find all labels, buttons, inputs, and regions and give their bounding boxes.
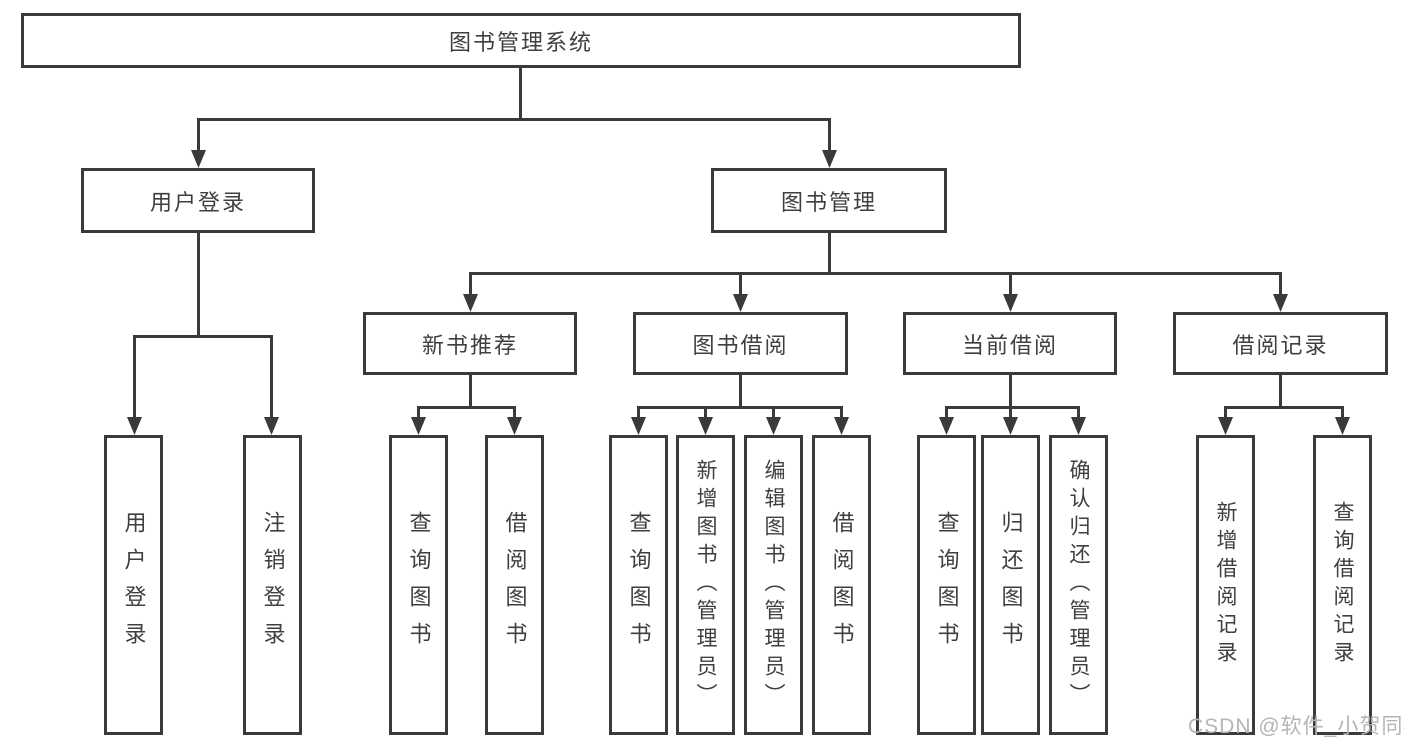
node-book-management: 图书管理 xyxy=(711,168,947,233)
leaf-query-borrow-record: 查询借阅记录 xyxy=(1313,435,1372,735)
leaf-label: 归还图书 xyxy=(998,511,1024,659)
node-label: 当前借阅 xyxy=(961,332,1058,358)
leaf-label: 借阅图书 xyxy=(502,511,528,659)
leaf-query-books-borrow: 查询图书 xyxy=(609,435,668,735)
node-borrow-records: 借阅记录 xyxy=(1173,312,1388,375)
root-box-library-system: 图书管理系统 xyxy=(21,13,1021,68)
leaf-confirm-return-admin: 确认归还（管理员） xyxy=(1049,435,1108,735)
leaf-label: 确认归还（管理员） xyxy=(1067,459,1090,711)
node-label: 图书管理 xyxy=(780,189,877,215)
leaf-label: 查询借阅记录 xyxy=(1331,501,1354,669)
leaf-label: 注销登录 xyxy=(260,511,286,659)
node-new-book-recommend: 新书推荐 xyxy=(363,312,577,375)
root-label: 图书管理系统 xyxy=(448,29,593,55)
leaf-edit-books-admin: 编辑图书（管理员） xyxy=(744,435,803,735)
node-label: 图书借阅 xyxy=(692,332,789,358)
leaf-return-books: 归还图书 xyxy=(981,435,1040,735)
leaf-label: 用户登录 xyxy=(121,511,147,659)
leaf-borrow-books-recommend: 借阅图书 xyxy=(485,435,544,735)
leaf-add-books-admin: 新增图书（管理员） xyxy=(676,435,735,735)
node-book-borrow: 图书借阅 xyxy=(633,312,848,375)
leaf-logout: 注销登录 xyxy=(243,435,302,735)
leaf-label: 查询图书 xyxy=(626,511,652,659)
leaf-user-login: 用户登录 xyxy=(104,435,163,735)
node-label: 用户登录 xyxy=(149,189,246,215)
leaf-label: 新增图书（管理员） xyxy=(694,459,717,711)
node-label: 新书推荐 xyxy=(421,332,518,358)
leaf-label: 查询图书 xyxy=(934,511,960,659)
leaf-label: 借阅图书 xyxy=(829,511,855,659)
leaf-query-books-recommend: 查询图书 xyxy=(389,435,448,735)
node-label: 借阅记录 xyxy=(1232,332,1329,358)
leaf-label: 查询图书 xyxy=(406,511,432,659)
leaf-borrow-books: 借阅图书 xyxy=(812,435,871,735)
leaf-label: 编辑图书（管理员） xyxy=(762,459,785,711)
leaf-label: 新增借阅记录 xyxy=(1214,501,1237,669)
node-current-borrow: 当前借阅 xyxy=(903,312,1117,375)
csdn-watermark: CSDN @软件_小贺同学 xyxy=(1188,715,1405,738)
node-user-login: 用户登录 xyxy=(81,168,315,233)
leaf-query-books-current: 查询图书 xyxy=(917,435,976,735)
leaf-add-borrow-record: 新增借阅记录 xyxy=(1196,435,1255,735)
arrowheads xyxy=(127,150,1350,435)
